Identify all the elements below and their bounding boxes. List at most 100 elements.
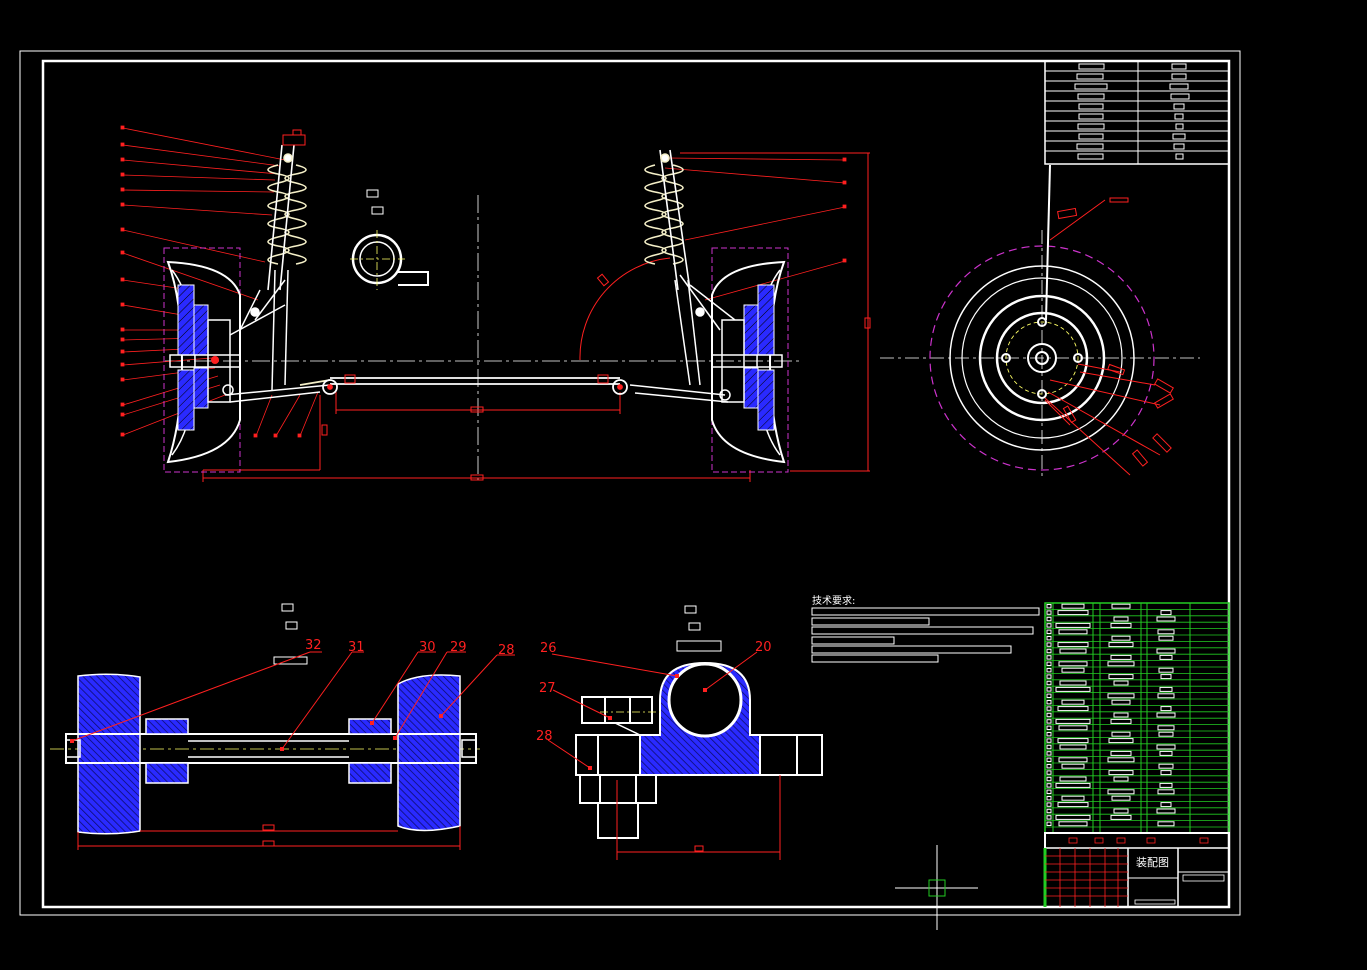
- parts-cell-box: [1058, 725, 1088, 731]
- parts-cell-box: [1107, 693, 1135, 699]
- parts-index-box: [1046, 680, 1052, 686]
- parts-cell-box: [1055, 686, 1091, 692]
- parts-index-box: [1046, 655, 1052, 660]
- wheel-side-view: [880, 164, 1200, 480]
- parts-cell-box: [1111, 795, 1131, 801]
- parts-index-box: [1046, 642, 1052, 647]
- parts-cell-box: [1157, 693, 1175, 699]
- callout-31: 31: [348, 640, 365, 655]
- right-wheel-section: [711, 247, 789, 473]
- parts-cell-box: [1055, 782, 1091, 788]
- parts-cell-box: [1057, 738, 1089, 744]
- axle-shaft-view: 32 31 30 29 28: [50, 603, 515, 850]
- drawing-title: 装配图: [1136, 856, 1169, 869]
- parts-index-box: [1046, 616, 1052, 622]
- parts-cell-box: [1158, 667, 1174, 673]
- callout-28-axle: 28: [498, 643, 515, 658]
- callout-26: 26: [540, 641, 557, 656]
- parts-index-box: [1046, 719, 1052, 724]
- parts-index-box: [1046, 751, 1052, 756]
- parts-index-box: [1046, 757, 1052, 762]
- parts-cell-box: [1110, 622, 1132, 628]
- parts-cell-box: [1108, 770, 1134, 776]
- left-coil-spring: [267, 129, 307, 291]
- parts-cell-box: [1055, 622, 1091, 628]
- sheet-border: [19, 50, 1241, 916]
- parts-cell-box: [1160, 610, 1172, 616]
- parts-cell-box: [1159, 782, 1173, 788]
- parts-cell-box: [1110, 814, 1132, 820]
- parts-cell-box: [1158, 731, 1174, 737]
- parts-index-box: [1046, 687, 1052, 692]
- parts-cell-box: [1160, 770, 1172, 776]
- parts-cell-box: [1059, 680, 1087, 686]
- parts-cell-box: [1058, 629, 1088, 635]
- parts-cell-box: [1061, 763, 1085, 769]
- parts-index-box: [1046, 674, 1052, 679]
- parts-cell-box: [1107, 757, 1135, 763]
- parts-index-box: [1046, 770, 1052, 775]
- technical-requirements: 技术要求:: [811, 594, 1040, 663]
- parts-cell-box: [1107, 789, 1135, 795]
- bearing-support-view: 26 20 27 28: [536, 605, 823, 860]
- parts-index-box: [1046, 668, 1052, 673]
- callout-20: 20: [755, 640, 772, 655]
- parts-index-box: [1046, 629, 1052, 634]
- parts-cell-box: [1055, 814, 1091, 820]
- callout-27: 27: [539, 681, 556, 696]
- parts-cell-box: [1057, 706, 1089, 712]
- parts-cell-box: [1061, 603, 1085, 609]
- parts-index-box: [1046, 802, 1052, 807]
- suspension-front-view: [120, 125, 871, 482]
- parts-cell-box: [1113, 616, 1129, 622]
- parts-index-box: [1046, 764, 1052, 769]
- parts-cell-box: [1159, 686, 1173, 692]
- parts-index-box: [1046, 776, 1052, 782]
- parts-index-box: [1046, 796, 1052, 801]
- right-coil-spring: [644, 149, 691, 291]
- parts-cell-box: [1057, 610, 1089, 616]
- parts-index-box: [1046, 636, 1052, 641]
- parts-cell-box: [1158, 763, 1174, 769]
- parts-index-box: [1046, 821, 1052, 826]
- parts-index-box: [1046, 732, 1052, 737]
- parts-cell-box: [1058, 757, 1088, 763]
- parts-cell-box: [1059, 744, 1087, 750]
- parts-index-box: [1046, 648, 1052, 654]
- tech-requirements-title: 技术要求:: [812, 594, 855, 607]
- parameter-table: [1044, 60, 1230, 165]
- parts-cell-box: [1156, 712, 1176, 718]
- parts-index-box: [1046, 789, 1052, 794]
- parts-cell-box: [1059, 776, 1087, 782]
- parts-index-box: [1046, 610, 1052, 615]
- parts-cell-box: [1157, 789, 1175, 795]
- parts-cell-box: [1061, 795, 1085, 801]
- parts-index-box: [1046, 744, 1052, 750]
- callout-29: 29: [450, 640, 467, 655]
- parts-cell-box: [1156, 648, 1176, 654]
- parts-cell-box: [1061, 667, 1085, 673]
- parts-index-box: [1046, 808, 1052, 814]
- parts-cell-box: [1108, 674, 1134, 680]
- parts-cell-box: [1156, 744, 1176, 750]
- parts-cell-box: [1156, 808, 1176, 814]
- section-pipe-detail: [350, 189, 429, 290]
- parts-cell-box: [1113, 776, 1129, 782]
- parts-index-box: [1046, 623, 1052, 628]
- parts-index-box: [1046, 661, 1052, 666]
- parts-cell-box: [1108, 642, 1134, 648]
- parts-cell-box: [1108, 738, 1134, 744]
- parts-cell-box: [1110, 654, 1132, 660]
- parts-cell-box: [1111, 699, 1131, 705]
- parts-cell-box: [1110, 750, 1132, 756]
- parts-cell-box: [1111, 603, 1131, 609]
- parts-cell-box: [1058, 821, 1088, 827]
- callout-30: 30: [419, 640, 436, 655]
- parts-index-box: [1046, 604, 1052, 609]
- parts-cell-box: [1160, 706, 1172, 712]
- parts-cell-box: [1113, 680, 1129, 686]
- callout-28-support: 28: [536, 729, 553, 744]
- parts-cell-box: [1157, 629, 1175, 635]
- parts-cell-box: [1111, 731, 1131, 737]
